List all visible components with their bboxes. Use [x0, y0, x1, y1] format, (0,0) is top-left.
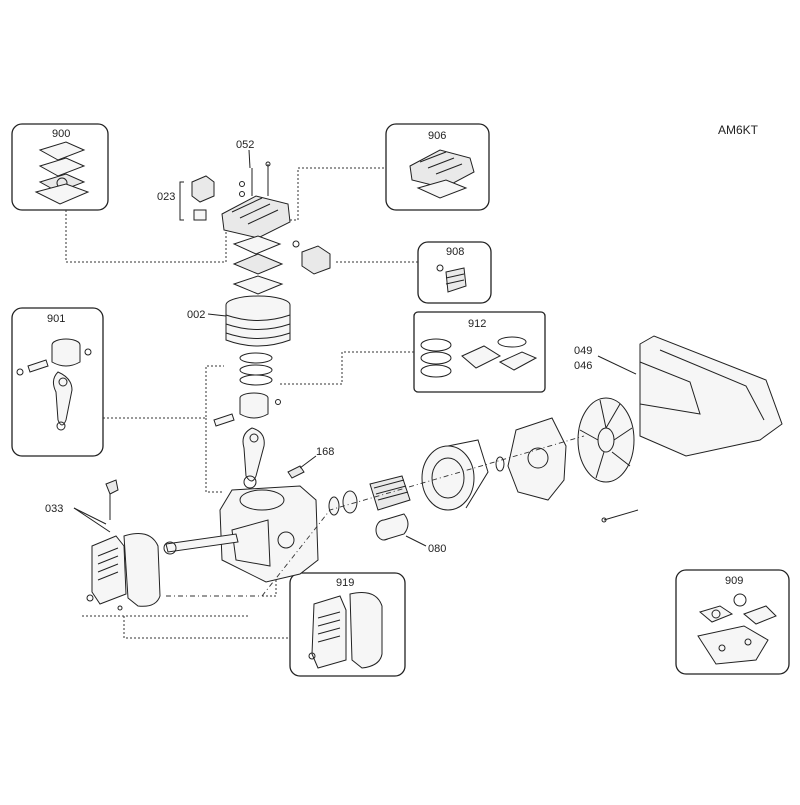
part-168-breather: [287, 455, 317, 479]
kit-900-gasket-set: [34, 141, 90, 205]
kit-919-cover: [308, 592, 383, 669]
motor-end-shield: [507, 417, 567, 501]
part-002-label: 002: [187, 309, 205, 321]
part-080-label: 080: [428, 543, 446, 555]
kit-900-label: 900: [52, 128, 70, 140]
kit-912-box[interactable]: 912: [413, 311, 546, 393]
valve-plate-stack: [232, 235, 284, 295]
part-046-049-fan-shroud: [639, 335, 783, 457]
kit-906-box[interactable]: 906: [385, 123, 490, 211]
part-046-label: 046: [574, 360, 592, 372]
tie-rod: [601, 509, 639, 523]
part-080-leader: [405, 535, 427, 547]
kit-912-label: 912: [468, 318, 486, 330]
kit-906-head-gaskets: [409, 149, 475, 199]
kit-901-label: 901: [47, 313, 65, 325]
part-168-label: 168: [316, 446, 334, 458]
part-033-label: 033: [45, 503, 63, 515]
bearings: [328, 490, 358, 516]
assembly-axis-line: [166, 435, 585, 597]
piston: [213, 392, 281, 427]
part-023-switch: [179, 175, 215, 221]
part-052-bolts: [239, 149, 271, 197]
part-080-bushing: [375, 513, 409, 541]
cylinder-head: [221, 195, 291, 239]
part-049-label: 049: [574, 345, 592, 357]
crankcase: [219, 485, 319, 583]
kit-900-box[interactable]: 900: [11, 123, 109, 211]
kit-906-label: 906: [428, 130, 446, 142]
part-002-cylinder: [225, 295, 291, 347]
rotor: [369, 475, 411, 511]
stator: [421, 439, 489, 511]
kit-901-piston-rod: [16, 338, 92, 431]
kit-919-box[interactable]: 919: [289, 572, 406, 677]
kit-909-box[interactable]: 909: [675, 569, 790, 675]
kit-912-rings-gaskets: [420, 336, 538, 378]
part-023-label: 023: [157, 191, 175, 203]
side-cover: [86, 533, 161, 611]
kit-909-label: 909: [725, 575, 743, 587]
part-002-leader: [207, 313, 227, 317]
crankshaft: [163, 533, 239, 555]
part-valve-unloader: [292, 240, 331, 275]
kit-909-gaskets: [697, 593, 777, 665]
part-049-leader: [597, 355, 637, 375]
model-code: AM6KT: [718, 123, 759, 137]
connecting-rod: [242, 427, 265, 489]
part-033-drain-valve: [73, 479, 119, 533]
cooling-fan: [577, 397, 635, 483]
kit-919-label: 919: [336, 577, 354, 589]
kit-908-label: 908: [446, 246, 464, 258]
kit-908-valve: [436, 264, 467, 293]
motor-small-ring: [495, 456, 505, 472]
piston-rings: [239, 352, 273, 386]
kit-901-box[interactable]: 901: [11, 307, 104, 457]
kit-908-box[interactable]: 908: [417, 241, 492, 304]
part-052-label: 052: [236, 139, 254, 151]
